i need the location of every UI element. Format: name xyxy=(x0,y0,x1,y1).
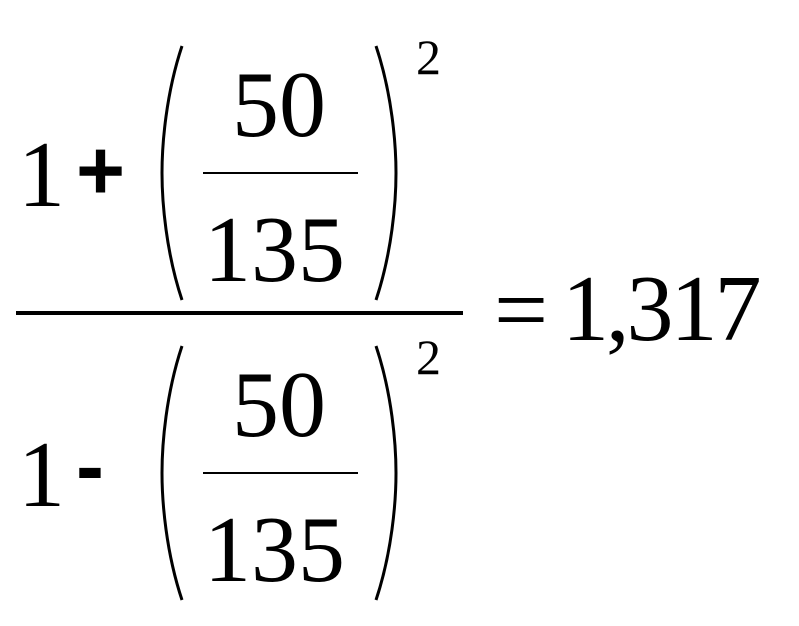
numerator-lead-one: 1 xyxy=(18,123,65,227)
minus-operator: - xyxy=(76,419,104,513)
right-paren-bottom xyxy=(374,345,398,601)
numerator-exponent: 2 xyxy=(416,29,441,85)
left-paren-top xyxy=(160,45,184,301)
main-fraction-bar xyxy=(16,311,463,315)
denominator-lead-one: 1 xyxy=(18,423,65,527)
numerator-fraction-top: 50 xyxy=(232,53,326,157)
numerator-inner-fraction-bar xyxy=(203,172,358,174)
denominator-inner-fraction-bar xyxy=(203,472,358,474)
result-value: 1,317 xyxy=(562,257,761,361)
right-paren-top xyxy=(374,45,398,301)
equals-sign: = xyxy=(494,256,549,363)
denominator-fraction-bottom: 135 xyxy=(204,498,345,602)
denominator-exponent: 2 xyxy=(416,329,441,385)
numerator-fraction-bottom: 135 xyxy=(204,198,345,302)
plus-operator: + xyxy=(76,123,126,217)
denominator-fraction-top: 50 xyxy=(232,353,326,457)
left-paren-bottom xyxy=(160,345,184,601)
